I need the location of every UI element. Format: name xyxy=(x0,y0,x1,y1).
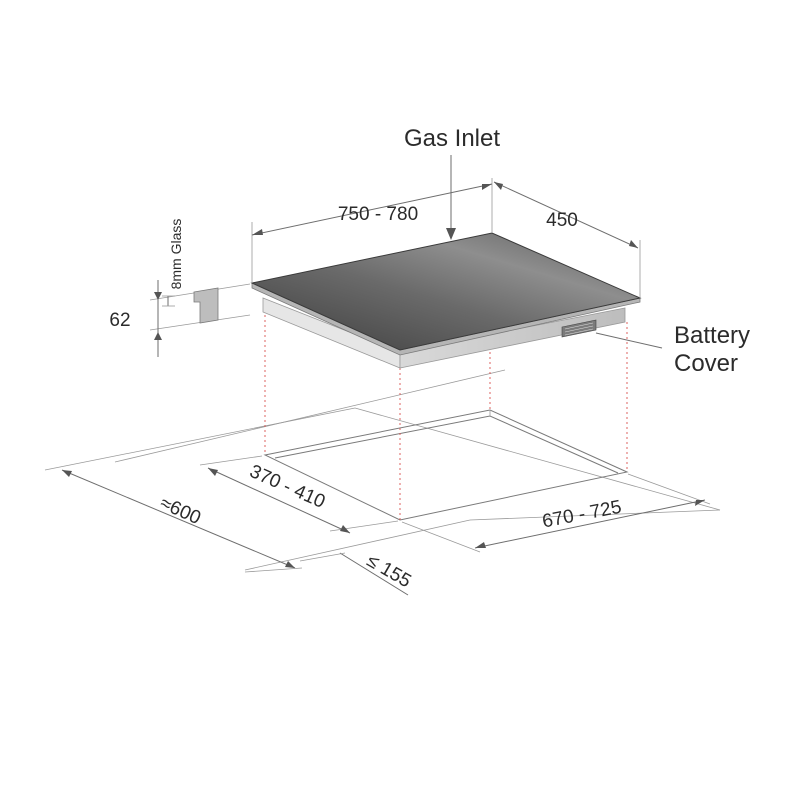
projection-guides xyxy=(264,310,628,520)
edge-distance-dimension xyxy=(299,552,409,596)
gas-inlet-pointer xyxy=(446,155,456,240)
cutout-width-label: 670 - 725 xyxy=(541,497,624,533)
glass-thickness-marker xyxy=(162,295,175,307)
width-range-label: 750 - 780 xyxy=(338,204,418,225)
worktop-depth-label: ≈600 xyxy=(157,493,204,529)
battery-cover-leader xyxy=(595,332,663,349)
battery-cover-label-line1: Battery xyxy=(674,322,750,349)
gas-inlet-label: Gas Inlet xyxy=(404,125,500,152)
profile-section-icon xyxy=(193,287,219,324)
edge-distance-label: ≤ 155 xyxy=(363,550,415,592)
depth-dimension xyxy=(493,181,641,298)
cutout-depth-dimension xyxy=(199,455,399,534)
width-dimension xyxy=(251,178,493,283)
height-label: 62 xyxy=(109,310,130,331)
worktop-outline xyxy=(44,369,721,571)
depth-label: 450 xyxy=(546,210,578,231)
cutout-width-dimension xyxy=(401,473,711,553)
cutout-depth-label: 370 - 410 xyxy=(246,461,328,513)
worktop-depth-dimension xyxy=(61,469,303,573)
battery-cover-label-line2: Cover xyxy=(674,350,738,377)
battery-cover xyxy=(561,319,597,338)
glass-thickness-label: 8mm Glass xyxy=(168,219,184,290)
hob-body xyxy=(250,232,642,369)
cutout-outline xyxy=(263,409,629,521)
